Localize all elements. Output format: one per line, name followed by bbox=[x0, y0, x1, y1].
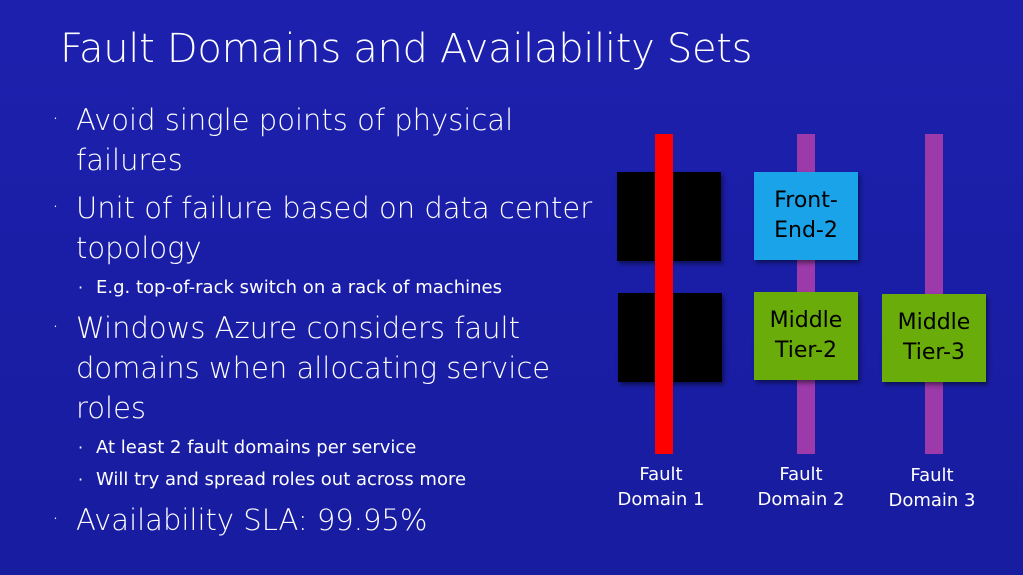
bullet-1: Avoid single points of physical failures bbox=[52, 100, 612, 180]
bullet-3: Windows Azure considers fault domains wh… bbox=[52, 308, 612, 428]
fault-domain-1-pole bbox=[655, 134, 673, 454]
bullet-list: Avoid single points of physical failures… bbox=[52, 100, 612, 548]
bullet-3-sub-1: At least 2 fault domains per service bbox=[52, 436, 612, 460]
bullet-2-sub-1: E.g. top-of-rack switch on a rack of mac… bbox=[52, 276, 612, 300]
slide-title: Fault Domains and Availability Sets bbox=[60, 26, 753, 72]
front-end-2-box: Front-End-2 bbox=[754, 172, 858, 260]
bullet-3-sub-2: Will try and spread roles out across mor… bbox=[52, 468, 612, 492]
bullet-4: Availability SLA: 99.95% bbox=[52, 500, 612, 540]
bullet-2: Unit of failure based on data center top… bbox=[52, 188, 612, 268]
